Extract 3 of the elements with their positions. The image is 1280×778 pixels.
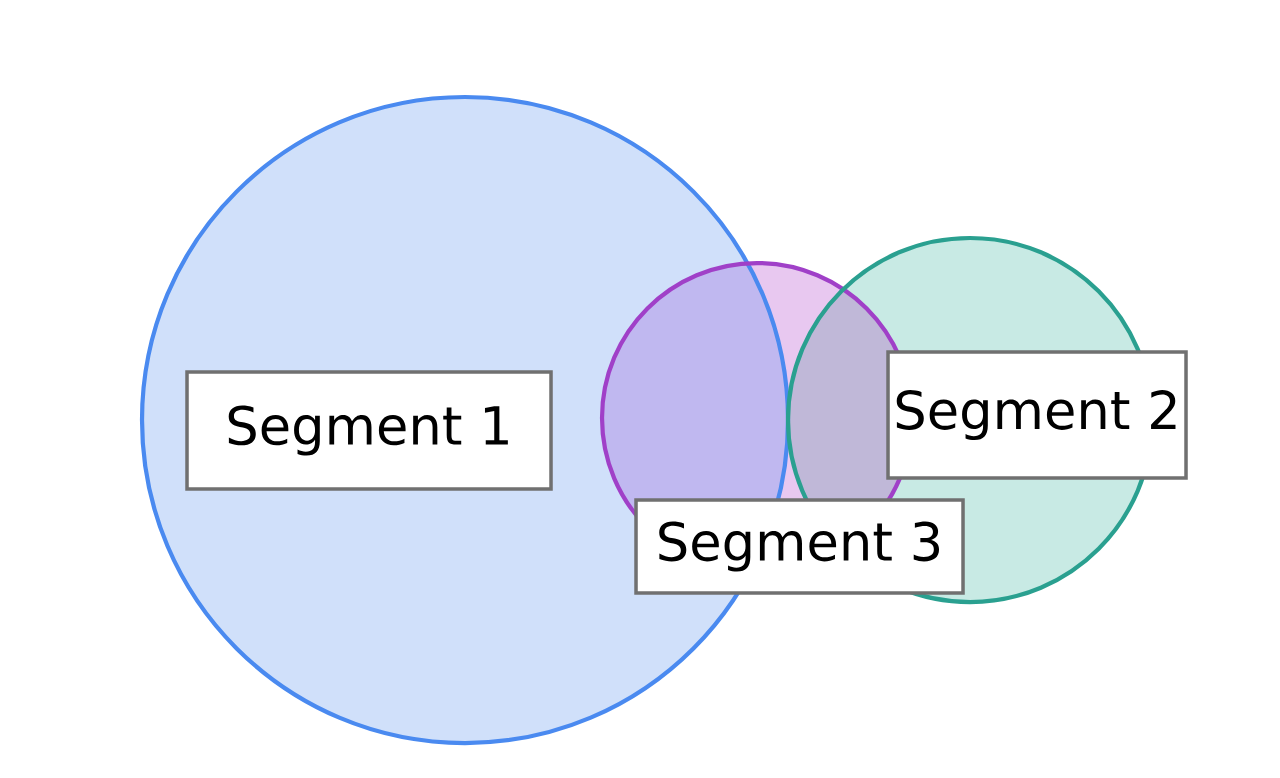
- label-box: Segment 2: [886, 350, 1188, 480]
- label-box: Segment 1: [185, 370, 553, 491]
- label-box: Segment 3: [634, 498, 965, 595]
